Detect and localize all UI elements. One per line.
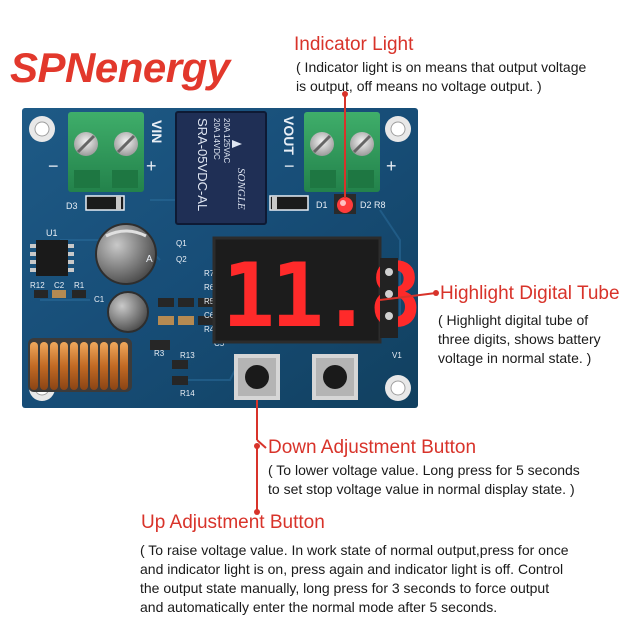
r4-label: R4 [204, 325, 215, 334]
down-button [234, 354, 280, 400]
r6-label: R6 [204, 283, 215, 292]
digital-tube-description: ( Highlight digital tube of three digits… [438, 312, 601, 366]
callout-dots [254, 91, 439, 515]
input-terminal-block [68, 112, 144, 192]
mounting-hole [29, 116, 55, 142]
r1-label: R1 [74, 281, 85, 290]
relay: SRA-05VDC-AL 20A 14VDC 20A 125VAC SONGLE [175, 111, 267, 225]
q2-label: Q2 [176, 255, 187, 264]
cap-polarity-label: A [146, 254, 153, 265]
c6-label: C6 [204, 311, 215, 320]
indicator-led [334, 194, 356, 214]
diode-d3: D3 [66, 195, 125, 211]
r14-label: R14 [180, 389, 195, 398]
mounting-hole [385, 116, 411, 142]
plus-label: + [146, 156, 157, 176]
r7-label: R7 [204, 269, 215, 278]
relay-brand-label: SONGLE [235, 168, 247, 210]
diode-d1: D1 [269, 195, 328, 211]
indicator-light-title: Indicator Light [294, 34, 414, 55]
minus-label: − [48, 156, 59, 176]
callout-lines [256, 94, 437, 512]
indicator-light-description: ( Indicator light is on means that outpu… [296, 59, 587, 94]
d3-label: D3 [66, 201, 78, 211]
tube-callout-line [379, 292, 437, 301]
inductor-coil [28, 338, 132, 392]
smd-components [34, 290, 214, 385]
vin-label: VIN [149, 120, 165, 143]
r13-label: R13 [180, 351, 195, 360]
digital-tube-title: Highlight Digital Tube [440, 283, 620, 304]
up-button-title: Up Adjustment Button [141, 512, 325, 533]
u1-label: U1 [46, 228, 58, 238]
r12-label: R12 [30, 281, 45, 290]
d1-label: D1 [316, 200, 328, 210]
down-button-title: Down Adjustment Button [268, 437, 477, 458]
minus-label: − [284, 156, 295, 176]
relay-model-label: SRA-05VDC-AL [195, 118, 210, 211]
r3-label: R3 [154, 349, 165, 358]
chip-u1: U1 [30, 228, 74, 276]
r8-label: R8 [374, 200, 386, 210]
c1-label: C1 [94, 295, 105, 304]
relay-rating-label: 20A 125VAC [222, 118, 231, 163]
output-terminal-block [304, 112, 380, 192]
electrolytic-capacitor: A [95, 223, 157, 285]
q1-label: Q1 [176, 239, 187, 248]
mounting-hole [385, 375, 411, 401]
d2-label: D2 [360, 200, 372, 210]
brand-logo: SPNenergy [10, 44, 230, 91]
c2-label: C2 [54, 281, 65, 290]
down-callout-connector [256, 439, 267, 449]
vout-label: VOUT [281, 116, 297, 155]
up-button [312, 354, 358, 400]
down-button-description: ( To lower voltage value. Long press for… [268, 462, 580, 497]
relay-rating-label: 20A 14VDC [212, 118, 221, 160]
v1-label: V1 [392, 351, 402, 360]
r5-label: R5 [204, 297, 215, 306]
small-capacitor [107, 291, 149, 333]
up-button-description: ( To raise voltage value. In work state … [140, 542, 569, 615]
plus-label: + [386, 156, 397, 176]
